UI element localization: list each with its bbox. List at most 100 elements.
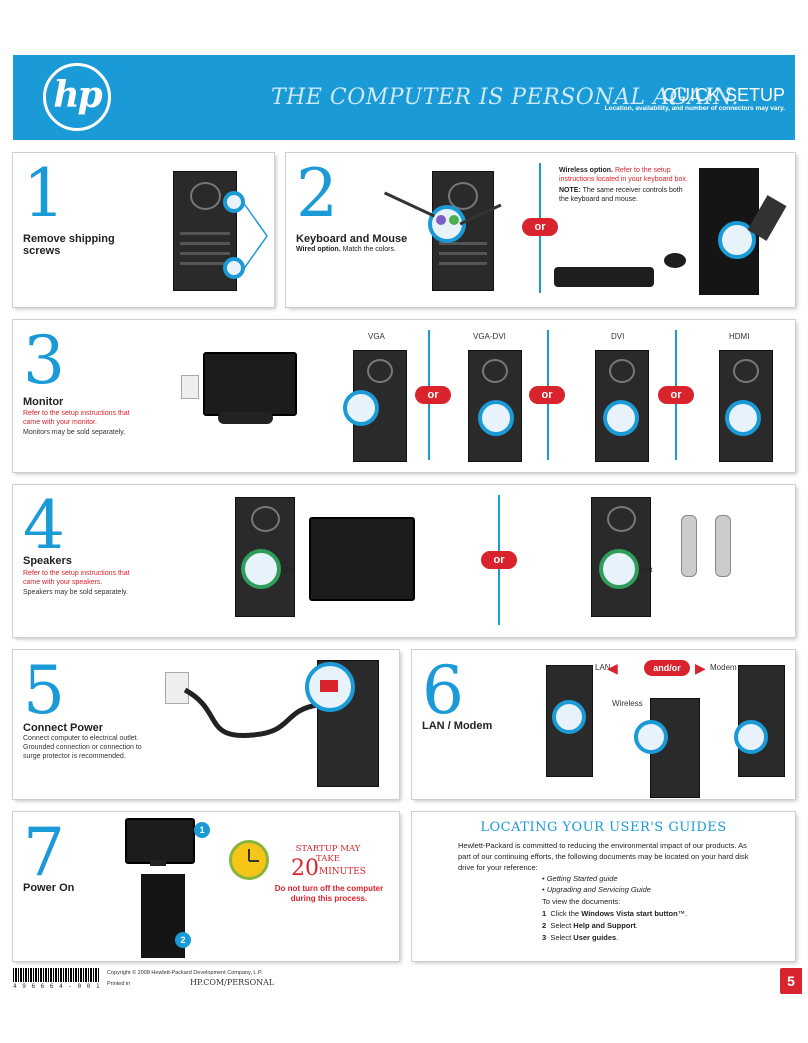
wireless-keyboard (554, 267, 654, 287)
label-vga: VGA (368, 332, 385, 341)
guides-step-3-num: 3 (542, 933, 547, 942)
monitor-stand-power (150, 860, 166, 866)
guides-step-2-num: 2 (542, 921, 547, 930)
monitor-power (125, 818, 195, 864)
step-4-title: Speakers (23, 555, 72, 567)
usb-port-callout (718, 221, 756, 259)
step-5-note: Connect computer to electrical outlet. G… (23, 735, 142, 760)
vga-dvi-port-callout (478, 400, 514, 436)
clock-icon (229, 840, 269, 880)
modem-port-callout (734, 720, 768, 754)
or-badge-3: or (658, 386, 694, 404)
ps2-keyboard-port-icon (436, 215, 446, 225)
guides-step-2-bold: Help and Support (573, 921, 636, 930)
guides-step-3-pre: Select (550, 933, 574, 942)
step-7-panel: 7 Power On 1 2 STARTUP MAY TAKE 20 MINUT… (13, 812, 399, 961)
power-port-icon (320, 680, 338, 692)
or-badge: or (522, 218, 558, 236)
keyboard-cable (383, 191, 436, 218)
guides-step-2-post: . (635, 921, 638, 930)
callout-tower-power: 2 (175, 932, 191, 948)
wired-option-note: Match the colors. (342, 246, 396, 253)
wireless-option-bold: Wireless option. (559, 167, 614, 174)
copyright: Copyright © 2008 Hewlett-Packard Develop… (107, 970, 263, 976)
receiver-note-text: The same receiver controls both the keyb… (559, 187, 683, 203)
wall-outlet (181, 375, 199, 399)
label-modem: Modem (710, 663, 737, 672)
audio-out-callout-1 (241, 549, 281, 589)
minutes-label: MINUTES (319, 867, 366, 877)
guides-step-1-bold: Windows Vista start button (581, 909, 678, 918)
and-or-badge: and/or (644, 660, 690, 676)
minutes-number: 20 (291, 856, 319, 881)
step-7-title: Power On (23, 882, 75, 894)
guides-step-2-pre: Select (550, 921, 574, 930)
callout-lines (242, 201, 268, 271)
power-cord (183, 687, 319, 739)
screw-callout-bottom (223, 257, 245, 279)
arrow-left-icon: ◀ (607, 660, 618, 676)
guides-step-2: 2 Select Help and Support. (542, 920, 638, 931)
step-3-gray-note: Monitors may be sold separately. (23, 429, 126, 436)
monitor-with-speakers (309, 517, 415, 601)
label-lan: LAN (595, 663, 611, 672)
hp-url: HP.COM/PERSONAL (190, 978, 275, 987)
ps2-mouse-port-icon (449, 215, 459, 225)
label-dvi: DVI (611, 332, 625, 341)
out-label-1: Out (283, 567, 295, 574)
step-3-red-note: Refer to the setup instructions that cam… (23, 410, 130, 426)
barcode (13, 968, 99, 982)
guide-doc-2: • Upgrading and Servicing Guide (542, 885, 651, 894)
guides-step-1-post: ™. (677, 909, 688, 918)
wireless-mouse (664, 253, 686, 268)
users-guides-panel: LOCATING YOUR USER'S GUIDES Hewlett-Pack… (412, 812, 795, 961)
guides-intro: Hewlett-Packard is committed to reducing… (458, 841, 749, 872)
step-6-title: LAN / Modem (422, 720, 493, 732)
hp-logo-text: hp (53, 74, 102, 116)
tower-front-power (141, 874, 185, 958)
step-4-red-note: Refer to the setup instructions that cam… (23, 570, 130, 586)
step-5-title: Connect Power (23, 722, 104, 734)
callout-monitor-power: 1 (194, 822, 210, 838)
page-number-tab: 5 (780, 968, 802, 994)
step-2-number: 2 (296, 155, 338, 232)
electrical-outlet (165, 672, 189, 704)
header-banner: hp THE COMPUTER IS PERSONAL AGAIN. QUICK… (13, 55, 795, 140)
or-badge-2: or (529, 386, 565, 404)
step-7-number: 7 (23, 814, 65, 891)
step-1-title: Remove shipping screws (23, 233, 115, 257)
step-1-number: 1 (23, 155, 65, 232)
step-3-title: Monitor (23, 396, 64, 408)
startup-may-take: STARTUP MAY TAKE (295, 844, 361, 864)
tagline: THE COMPUTER IS PERSONAL AGAIN. (271, 85, 739, 110)
receiver-note-bold: NOTE: (559, 187, 581, 194)
hdmi-port-callout (725, 400, 761, 436)
barcode-number: 4 9 6 6 6 4 - 0 0 1 (13, 983, 101, 990)
step-4-number: 4 (23, 487, 65, 564)
wireless-option-note: Refer to the setup instructions located … (559, 167, 688, 183)
guides-step-1-pre: Click the (550, 909, 582, 918)
step-4-panel: 4 Speakers Refer to the setup instructio… (13, 485, 795, 637)
page-title: QUICK SETUP (662, 85, 785, 105)
do-not-turn-off-warning: Do not turn off the computer during this… (274, 884, 384, 903)
audio-out-callout-2 (599, 549, 639, 589)
guide-doc-1: • Getting Started guide (542, 874, 618, 883)
or-badge-1: or (415, 386, 451, 404)
step-2-panel: 2 Keyboard and Mouse Wired option. Match… (286, 153, 795, 307)
step-4-gray-note: Speakers may be sold separately. (23, 589, 128, 596)
arrow-right-icon: ▶ (695, 660, 706, 676)
printed-in: Printed in (107, 981, 131, 987)
step-3-panel: 3 Monitor Refer to the setup instruction… (13, 320, 795, 472)
step-5-number: 5 (23, 652, 65, 729)
page-subtitle: Location, availability, and number of co… (604, 105, 785, 112)
step-5-panel: 5 Connect Power Connect computer to elec… (13, 650, 399, 799)
guides-step-3-bold: User guides (573, 933, 617, 942)
step-1-panel: 1 Remove shipping screws (13, 153, 274, 307)
step-3-number: 3 (23, 322, 65, 399)
wireless-port-callout (634, 720, 668, 754)
monitor-stand (218, 412, 273, 424)
out-label-2: Out (641, 567, 653, 574)
guides-step-1-num: 1 (542, 909, 547, 918)
step-6-number: 6 (422, 652, 464, 729)
guides-step-3: 3 Select User guides. (542, 932, 618, 943)
